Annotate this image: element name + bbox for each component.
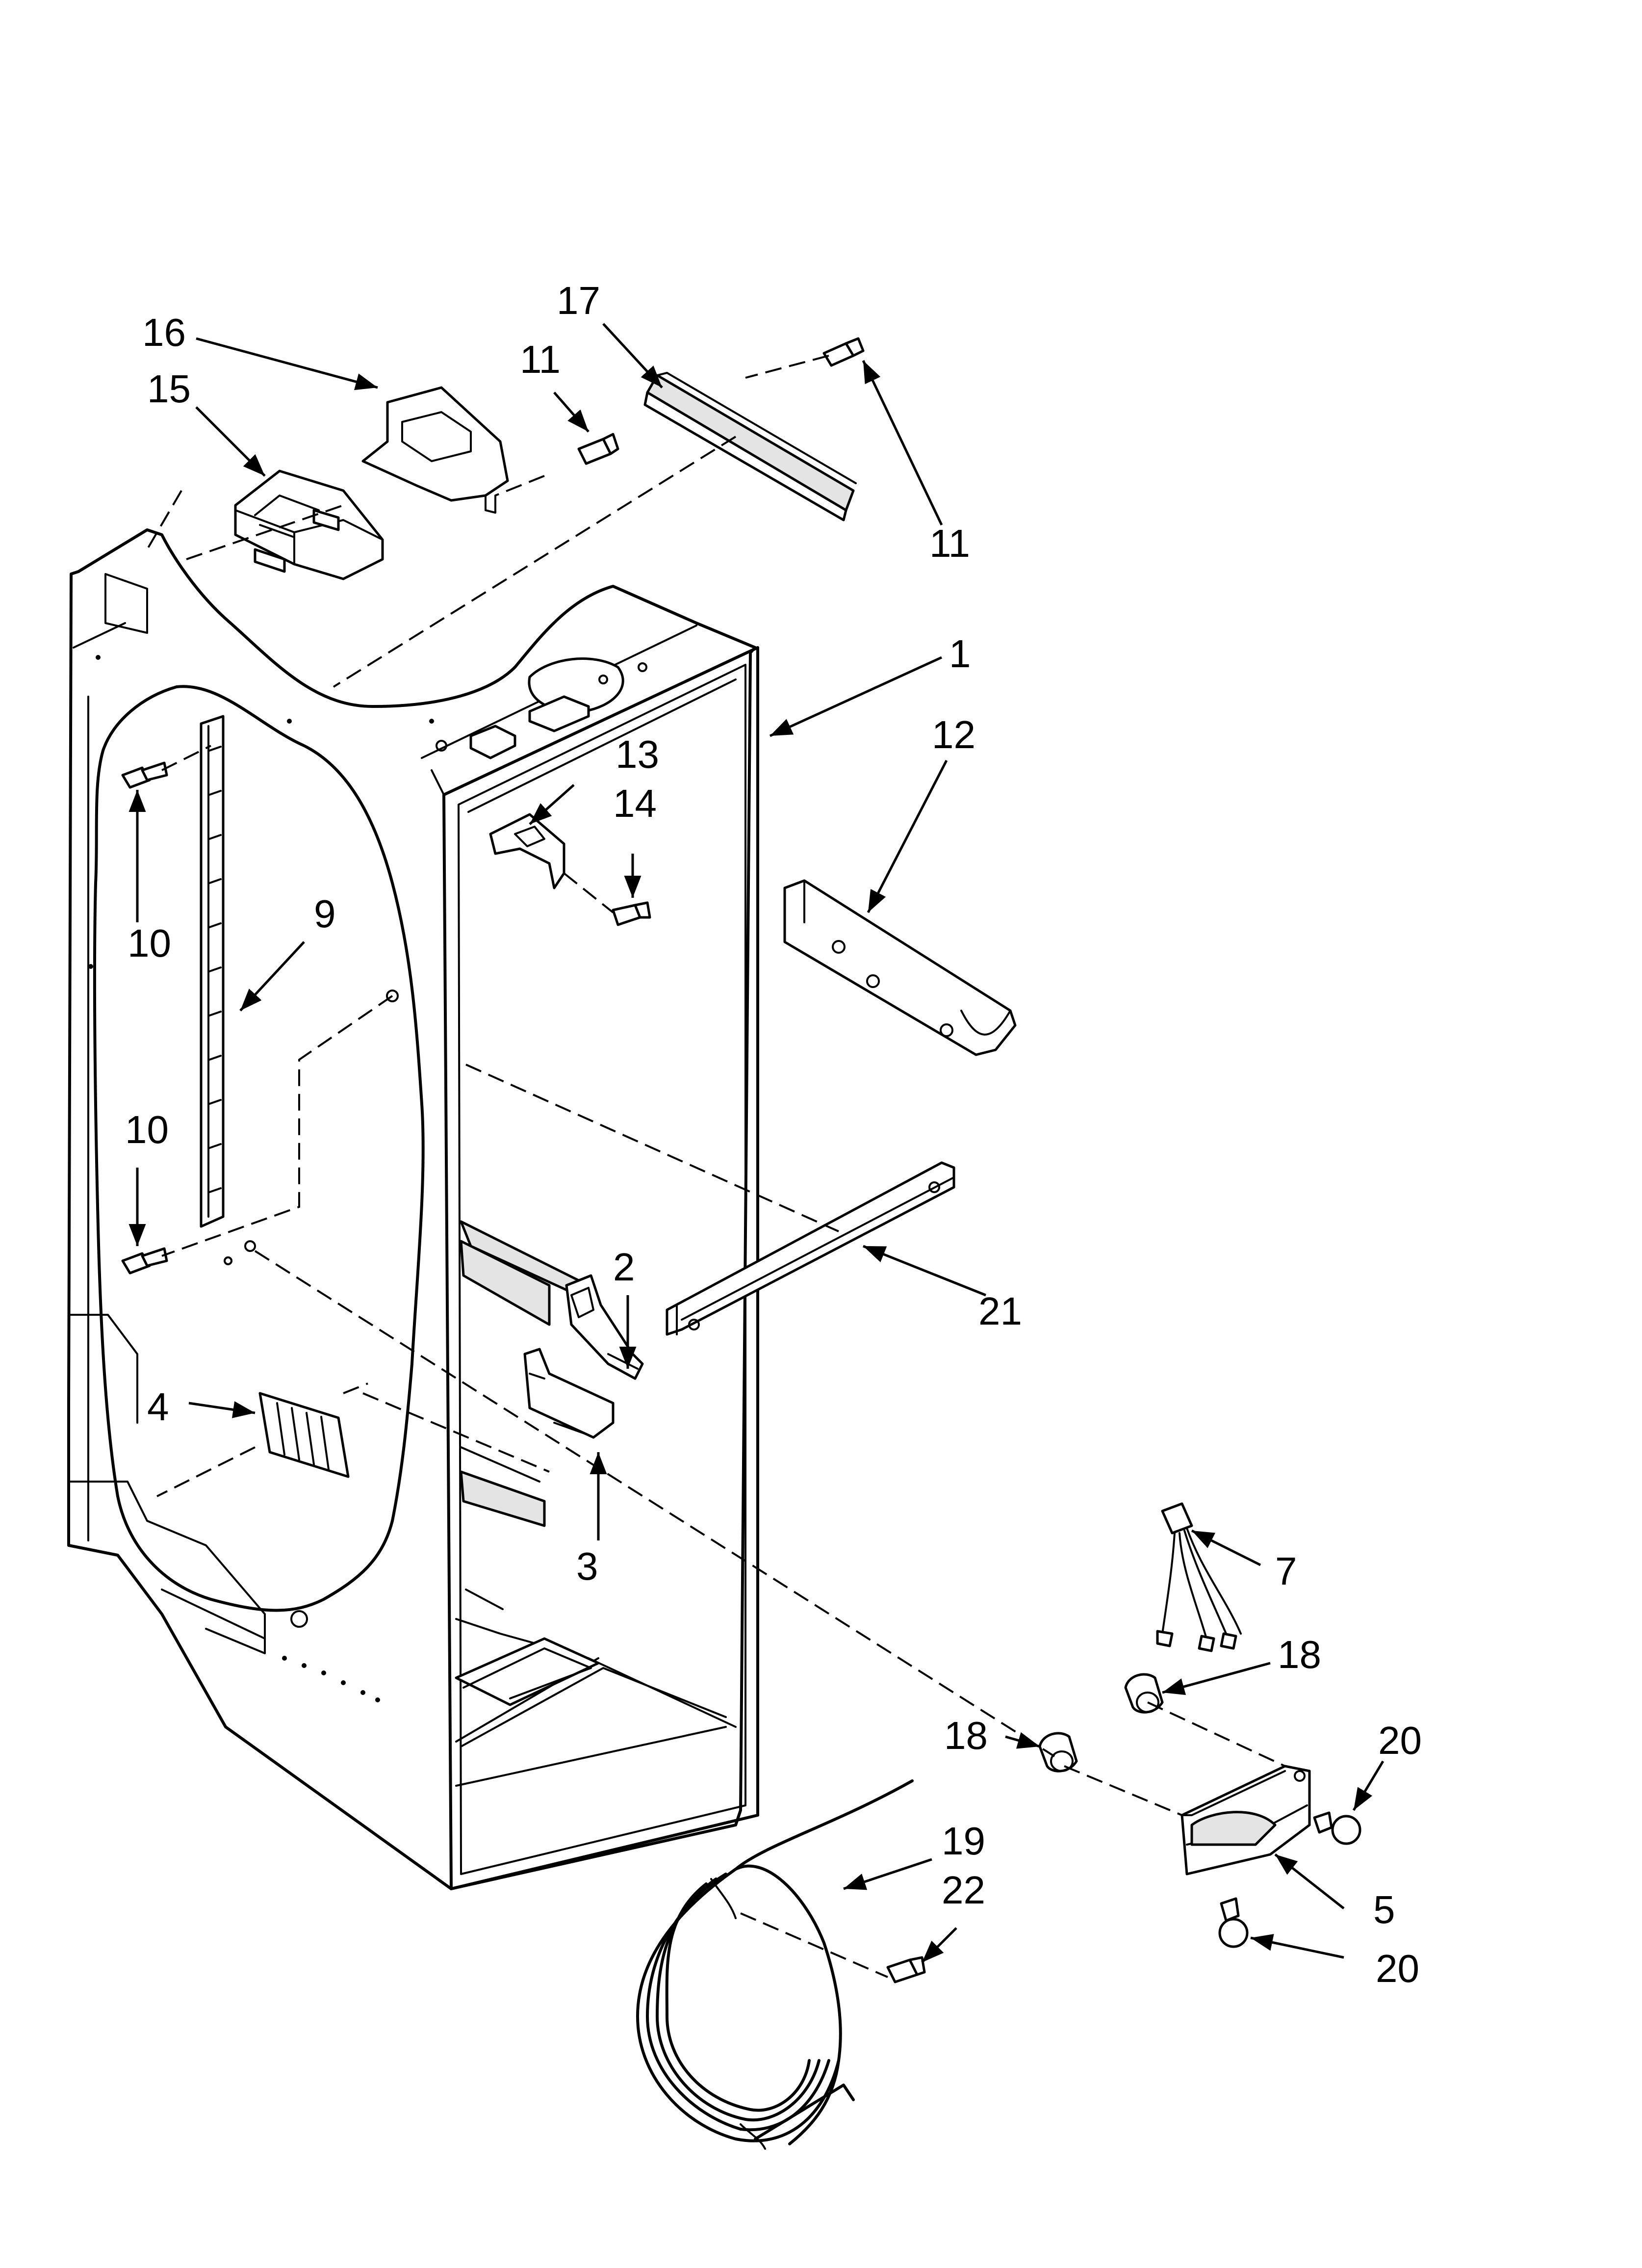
cabinet-liner: [67, 528, 759, 1890]
callout-7: 7: [1275, 1549, 1297, 1593]
callout-2: 2: [613, 1245, 635, 1289]
pushpin-20-lower: [1218, 1897, 1249, 1948]
bracket-13: [489, 813, 565, 889]
callout-10: 10: [125, 1108, 169, 1151]
assembly-lines: [146, 355, 1285, 1978]
screw-22: [886, 1956, 926, 1983]
callout-12: 12: [932, 713, 975, 756]
bracket-3: [523, 1348, 615, 1439]
callout-19: 19: [942, 1819, 985, 1863]
callout-18: 18: [944, 1714, 988, 1757]
top-rail-17: [643, 372, 857, 521]
callout-10: 10: [128, 921, 171, 965]
bracket-5: [1180, 1765, 1311, 1876]
callout-18: 18: [1278, 1633, 1321, 1676]
callout-5: 5: [1373, 1888, 1395, 1931]
callout-11: 11: [929, 521, 970, 565]
shelf-rail: [200, 715, 225, 1228]
callout-9: 9: [314, 892, 336, 936]
leader-arrows: [128, 323, 1385, 1963]
screw-10-lower: [121, 1247, 168, 1275]
water-tube-coil-19: [636, 1779, 914, 2150]
grommet-18-lower: [1038, 1732, 1078, 1773]
screw-11-right: [822, 337, 865, 367]
callout-15: 15: [147, 367, 191, 411]
callout-4: 4: [147, 1385, 169, 1429]
callout-17: 17: [557, 279, 600, 322]
callout-labels: 1 2 3 4 5 7 9 10 10 11 11 12 13 14 15 16…: [125, 279, 1422, 1990]
brace-21: [666, 1161, 955, 1336]
screw-14: [612, 901, 651, 926]
screw-11-left: [577, 433, 619, 465]
drip-tray-12: [783, 879, 1017, 1056]
callout-14: 14: [613, 782, 657, 825]
callout-11: 11: [520, 338, 561, 381]
screw-10-upper: [121, 761, 168, 789]
bracket-2: [565, 1274, 644, 1380]
callout-3: 3: [576, 1544, 598, 1588]
grommet-18-upper: [1124, 1673, 1164, 1714]
pushpin-20-upper: [1313, 1811, 1361, 1845]
callout-13: 13: [616, 732, 659, 776]
callout-1: 1: [949, 632, 971, 676]
callout-20: 20: [1378, 1719, 1422, 1762]
callout-16: 16: [142, 311, 186, 354]
vent-grille: [258, 1392, 350, 1478]
callout-20: 20: [1376, 1947, 1419, 1990]
wire-harness-7: [1156, 1502, 1242, 1652]
control-housing: [234, 469, 384, 580]
callout-22: 22: [942, 1868, 985, 1912]
callout-21: 21: [978, 1289, 1022, 1333]
mounting-bracket-16: [361, 386, 509, 514]
